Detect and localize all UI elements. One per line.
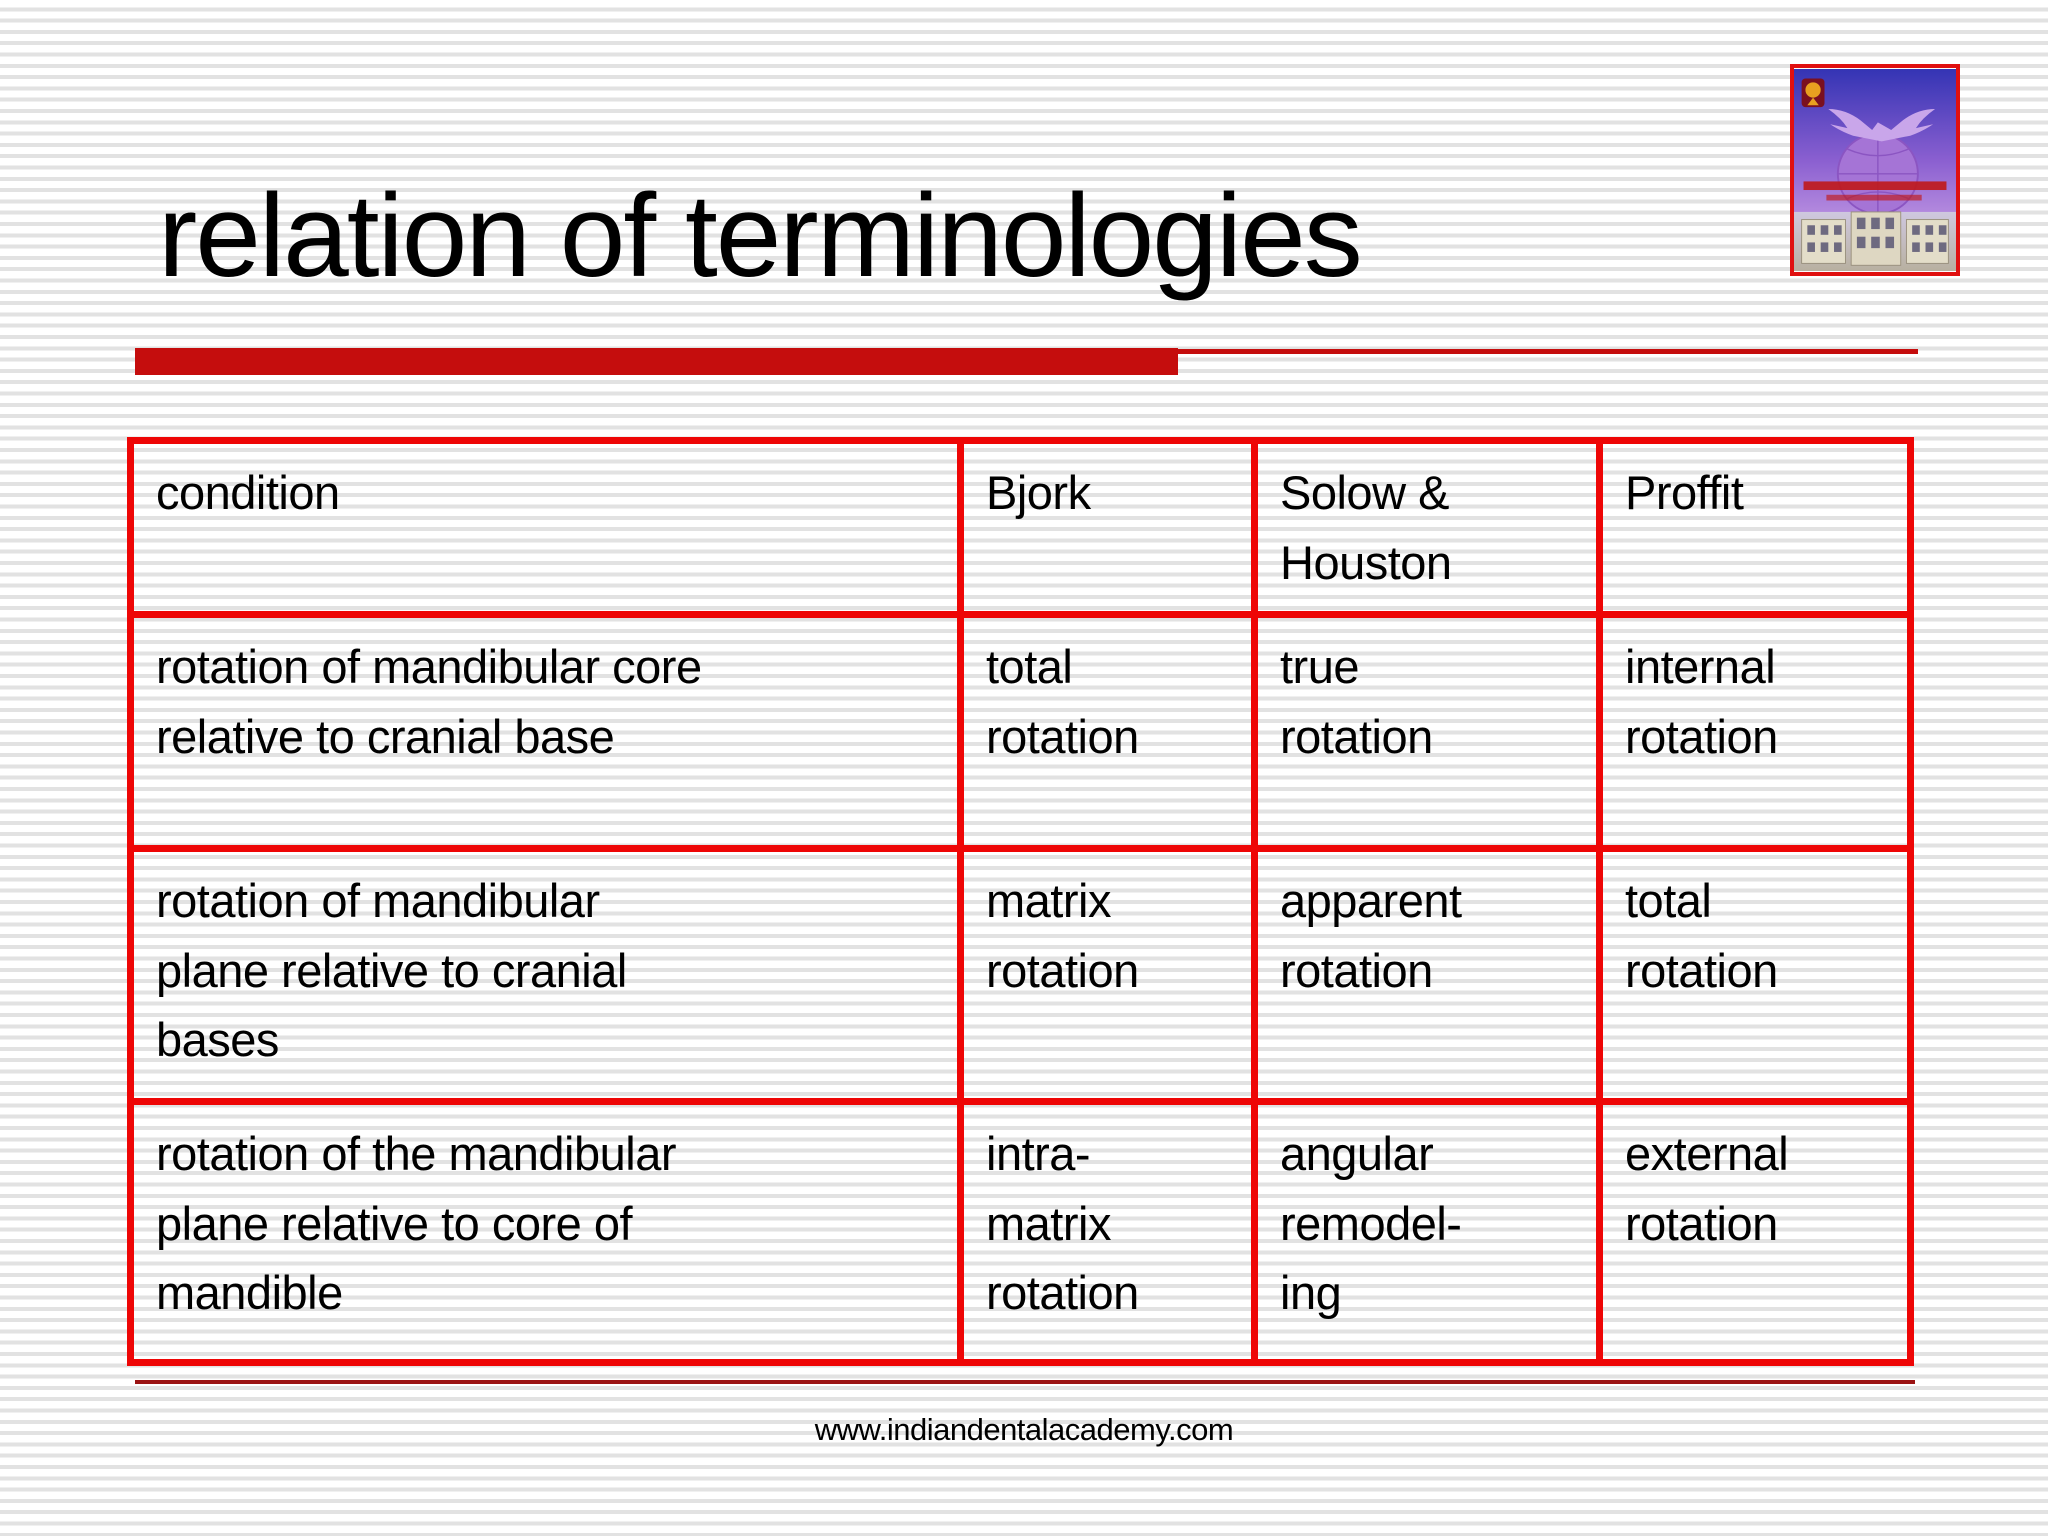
table-row: rotation of mandibular plane relative to… <box>127 845 1914 1106</box>
footer-url: www.indiandentalacademy.com <box>814 1412 1234 1447</box>
cell-condition: rotation of the mandibular plane relativ… <box>127 1098 964 1367</box>
institution-logo <box>1790 64 1960 276</box>
table-row: rotation of mandibular core relative to … <box>127 611 1914 853</box>
cell-solow-houston: angular remodel- ing <box>1251 1098 1603 1367</box>
cell-condition: rotation of mandibular core relative to … <box>127 611 964 853</box>
title-accent-bar <box>135 348 1178 375</box>
header-proffit: Proffit <box>1596 436 1914 619</box>
building-image <box>1794 211 1956 272</box>
cell-proffit: external rotation <box>1596 1098 1914 1367</box>
cell-solow-houston: true rotation <box>1251 611 1603 853</box>
title-accent-line <box>1178 349 1918 354</box>
crest-icon <box>1801 78 1825 108</box>
table-row: rotation of the mandibular plane relativ… <box>127 1098 1914 1367</box>
table-header-row: condition Bjork Solow & Houston Proffit <box>127 436 1914 619</box>
cell-bjork: matrix rotation <box>957 845 1258 1106</box>
eagle-icon <box>1828 109 1936 142</box>
slide-title: relation of terminologies <box>158 170 1363 302</box>
cell-proffit: total rotation <box>1596 845 1914 1106</box>
cell-bjork: intra- matrix rotation <box>957 1098 1258 1367</box>
logo-text-band <box>1803 181 1947 201</box>
cell-solow-houston: apparent rotation <box>1251 845 1603 1106</box>
header-condition: condition <box>127 436 964 619</box>
institution-logo-art <box>1794 68 1956 272</box>
header-solow-houston: Solow & Houston <box>1251 436 1603 619</box>
footer-divider-line <box>135 1380 1915 1384</box>
header-bjork: Bjork <box>957 436 1258 619</box>
terminology-table: condition Bjork Solow & Houston Proffit … <box>127 436 1914 1367</box>
globe-lines <box>1837 133 1918 214</box>
cell-condition: rotation of mandibular plane relative to… <box>127 845 964 1106</box>
cell-proffit: internal rotation <box>1596 611 1914 853</box>
cell-bjork: total rotation <box>957 611 1258 853</box>
